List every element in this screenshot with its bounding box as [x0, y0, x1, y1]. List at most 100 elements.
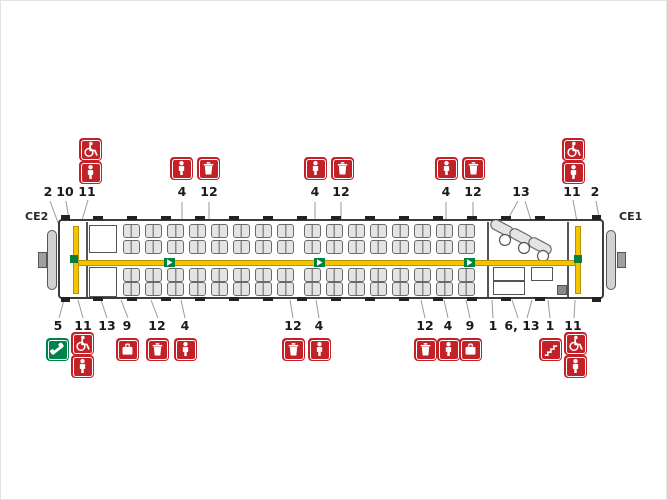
seat-pair — [458, 268, 475, 282]
toilet-icon — [71, 355, 94, 378]
seat-pair — [458, 224, 475, 238]
callout-leader-line — [511, 299, 519, 319]
seat-pair — [370, 240, 387, 254]
phone-icon — [46, 338, 69, 361]
seat-pair — [326, 282, 343, 296]
badge-frame — [563, 162, 584, 183]
floor-tick — [161, 297, 171, 301]
roof-tick — [535, 216, 545, 220]
callout-label: 4 — [310, 184, 320, 199]
floor-tick — [297, 297, 307, 301]
arrow-right-icon — [467, 259, 473, 266]
recycle-bin-icon — [288, 343, 299, 356]
seat-pair — [348, 224, 365, 238]
floor-tick — [229, 297, 239, 301]
gangway-right — [606, 230, 616, 290]
seat-pair — [167, 224, 184, 238]
seat-pair — [326, 240, 343, 254]
badge-frame — [72, 356, 93, 377]
badge-frame — [436, 158, 457, 179]
callout-label: 12 — [200, 184, 218, 199]
aisle-path — [75, 260, 577, 266]
seat-pair — [414, 282, 431, 296]
wheelchair-icon — [562, 138, 585, 161]
floor-tick — [365, 297, 375, 301]
callout-leader-line — [526, 299, 533, 319]
recycle-bin-icon — [414, 338, 437, 361]
lounge-bench — [528, 237, 552, 255]
arrow-right-icon — [317, 259, 323, 266]
seat-pair — [189, 224, 206, 238]
coupler-left — [38, 252, 47, 268]
car-end-label-ce1: CE1 — [619, 210, 643, 223]
seat-pair — [436, 240, 453, 254]
toilet-icon — [562, 161, 585, 184]
callout-leader-line — [443, 299, 449, 319]
seat-pair — [458, 282, 475, 296]
toilet-icon — [170, 157, 193, 180]
callout-label: 12 — [416, 318, 434, 333]
badge-frame — [305, 158, 326, 179]
recycle-bin-icon — [331, 157, 354, 180]
wheelchair-icon — [76, 335, 90, 352]
badge-frame — [565, 356, 586, 377]
luggage-icon — [122, 343, 133, 355]
roof-tick — [263, 216, 273, 220]
roof-tick — [501, 216, 511, 220]
wheelchair-icon — [569, 335, 583, 352]
stairs-icon — [539, 338, 562, 361]
seat-pair — [370, 282, 387, 296]
roof-tick — [127, 216, 137, 220]
toilet-icon — [178, 160, 185, 176]
callout-label: 12 — [332, 184, 350, 199]
callout-label: 9 — [465, 318, 475, 333]
toilet-icon — [304, 157, 327, 180]
callout-label: 5 — [53, 318, 63, 333]
seat-pair — [304, 240, 321, 254]
badge-frame — [565, 333, 586, 354]
roof-tick — [467, 216, 477, 220]
badge-frame — [175, 339, 196, 360]
seat-pair — [436, 268, 453, 282]
seat-pair — [145, 268, 162, 282]
wheelchair-icon — [71, 332, 94, 355]
floor-tick — [399, 297, 409, 301]
wheelchair-icon — [567, 141, 581, 158]
seat-pair — [233, 282, 250, 296]
callout-label: 4 — [443, 318, 453, 333]
roof-tick — [229, 216, 239, 220]
badge-frame — [540, 339, 561, 360]
seat-pair — [304, 282, 321, 296]
door-exit-marker — [574, 255, 582, 263]
floor-tick — [331, 297, 341, 301]
toilet-icon — [437, 338, 460, 361]
recycle-bin-icon — [152, 343, 163, 356]
roof-tick — [365, 216, 375, 220]
toilet-icon — [182, 341, 189, 357]
seat-pair — [167, 240, 184, 254]
seat-pair — [167, 282, 184, 296]
seat-pair — [189, 240, 206, 254]
seat-pair — [304, 224, 321, 238]
seat-pair — [123, 224, 140, 238]
callout-label: 6, 13 — [504, 318, 540, 333]
toilet-icon — [312, 160, 319, 176]
callout-label: 4 — [441, 184, 451, 199]
seat-pair — [233, 224, 250, 238]
floor-tick — [93, 297, 103, 301]
recycle-bin-icon — [337, 162, 348, 175]
door-step-mark — [592, 215, 601, 220]
badge-frame — [117, 339, 138, 360]
recycle-bin-icon — [462, 157, 485, 180]
luggage-icon — [459, 338, 482, 361]
callout-label: 9 — [122, 318, 132, 333]
seat-pair — [189, 268, 206, 282]
badge-frame — [72, 333, 93, 354]
toilet-icon — [443, 160, 450, 176]
floor-tick — [467, 297, 477, 301]
callout-label: 11 — [74, 318, 92, 333]
seat-pair — [370, 224, 387, 238]
car-end-label-ce2: CE2 — [25, 210, 49, 223]
aisle-direction-marker — [164, 258, 175, 267]
toilet-icon — [79, 358, 86, 374]
